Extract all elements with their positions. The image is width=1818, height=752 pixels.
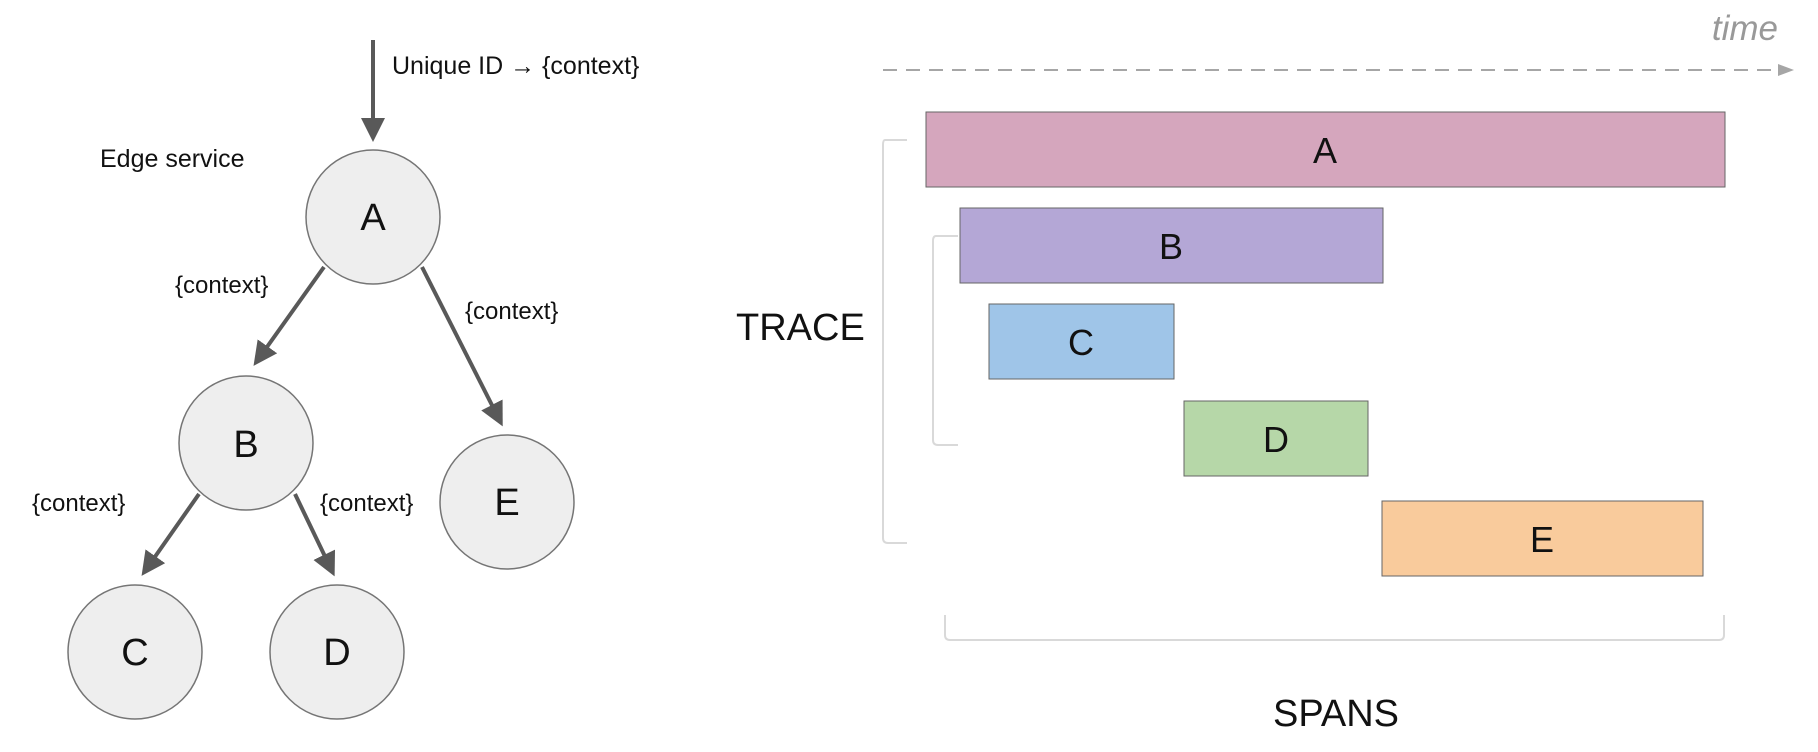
span-a-label: A [1313,130,1337,171]
trace-label: TRACE [736,307,865,349]
child-span-bracket [932,235,958,446]
span-b: B [959,207,1384,284]
span-c-label: C [1068,322,1094,363]
service-node-a-label: A [360,197,386,239]
span-d-bar [1183,400,1369,477]
edge-b-d [293,493,336,577]
incoming-request-label: Unique ID → {context} [392,52,639,80]
spans-label: SPANS [1273,693,1399,735]
trace-bracket [882,139,907,544]
service-node-d-label: D [323,632,350,674]
span-e: E [1381,500,1704,577]
edge-label-b-c: {context} [32,490,125,517]
edge-service-label: Edge service [100,145,245,173]
edge-a-e [420,266,503,427]
span-b-label: B [1159,226,1183,267]
span-d: D [1183,400,1369,477]
span-c-bar [988,303,1175,380]
span-a-bar [925,111,1726,188]
time-label: time [1712,9,1778,48]
span-e-bar [1381,500,1704,577]
edge-a-b [253,265,326,366]
service-node-b-label: B [233,424,258,466]
span-b-bar [959,207,1384,284]
span-a: A [925,111,1726,188]
edge-label-a-b: {context} [175,272,268,299]
spans-bracket [944,615,1725,641]
service-node-c: C [67,584,203,720]
service-tree: Unique ID → {context} Edge service {cont… [32,40,639,720]
edge-label-b-d: {context} [320,490,413,517]
service-node-e-label: E [494,482,519,524]
service-node-a: A [305,149,441,285]
edge-label-a-e: {context} [465,298,558,325]
trace-timeline: time TRACE A B C D E SPANS [736,9,1794,735]
span-e-label: E [1530,519,1554,560]
service-node-d: D [269,584,405,720]
service-node-c-label: C [121,632,148,674]
edge-b-c [141,492,201,576]
span-c: C [988,303,1175,380]
span-d-label: D [1263,419,1289,460]
service-node-e: E [439,434,575,570]
service-node-b: B [178,375,314,511]
